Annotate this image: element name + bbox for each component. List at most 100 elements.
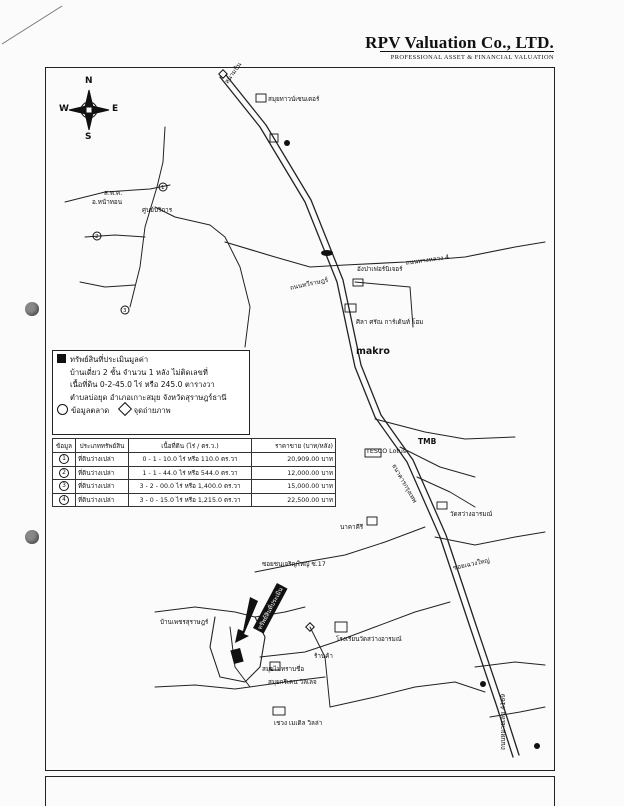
road-bottom-east <box>489 706 546 718</box>
binder-hole-top <box>25 302 39 316</box>
svg-text:1: 1 <box>161 185 165 191</box>
road-pavilion-spur <box>354 281 414 328</box>
label-makro: makro <box>356 346 390 357</box>
label-ban-phet: บ้านเพชรสุราษฎร์ <box>160 619 209 626</box>
row-number: 4 <box>59 494 69 505</box>
compass-west: W <box>59 104 69 114</box>
legend-market-label: ข้อมูลตลาด <box>71 406 110 415</box>
row-type: ที่ดินว่างเปล่า <box>75 465 129 480</box>
road-soi-12 <box>329 681 486 708</box>
road-northwest <box>129 126 166 308</box>
row-type: ที่ดินว่างเปล่า <box>75 492 129 507</box>
market-circle-icon <box>57 404 68 415</box>
building-icon <box>344 303 357 313</box>
table-header-row: ข้อมูล ประเภททรัพย์สิน เนื้อที่ดิน (ไร่ … <box>52 438 336 453</box>
table-header-price: ราคาขาย (บาท/หลัง) <box>251 438 336 453</box>
gas-station-icon <box>284 140 290 146</box>
road-west-bottom <box>79 281 136 288</box>
row-number: 1 <box>59 454 69 465</box>
landmark-icon <box>321 250 333 256</box>
road-subject-loop <box>209 616 266 683</box>
main-road-edge <box>225 74 520 756</box>
subject-arrow-icon <box>235 597 258 643</box>
table-row: 2 ที่ดินว่างเปล่า 1 - 1 - 44.0 ไร่ หรือ … <box>52 465 336 480</box>
row-type: ที่ดินว่างเปล่า <box>75 452 129 467</box>
map-frame <box>45 67 555 771</box>
label-tmb: TMB <box>418 437 437 446</box>
building-icon <box>255 93 267 103</box>
subject-property-marker <box>230 647 244 665</box>
market-data-table: ข้อมูล ประเภททรัพย์สิน เนื้อที่ดิน (ไร่ … <box>52 438 336 507</box>
label-na-khiri: นาคาคีรี <box>340 524 364 531</box>
market-points <box>92 182 168 315</box>
table-row: 1 ที่ดินว่างเปล่า 0 - 1 - 10.0 ไร่ หรือ … <box>52 452 336 467</box>
label-shop: ร้านค้า <box>314 653 333 660</box>
market-point-2 <box>92 231 102 241</box>
label-silpa: ศิลา ศรัณ การ์เด้นท์ โฮม <box>356 319 424 326</box>
label-pea: ส.พ.ค. <box>104 190 123 197</box>
label-school: โรงเรียนวัดสว่างอารมณ์ <box>336 636 402 643</box>
company-tagline: PROFESSIONAL ASSET & FINANCIAL VALUATION <box>390 54 554 61</box>
svg-text:3: 3 <box>123 308 127 314</box>
row-number: 2 <box>59 467 69 478</box>
table-header-type: ประเภททรัพย์สิน <box>75 438 129 453</box>
compass-north: N <box>85 76 93 86</box>
row-price: 12,000.00 บาท <box>251 465 336 480</box>
legend-symbols-row: ข้อมูลตลาด จุดถ่ายภาพ <box>57 401 245 418</box>
market-point-1 <box>158 182 168 192</box>
table-row: 4 ที่ดินว่างเปล่า 3 - 0 - 15.0 ไร่ หรือ … <box>52 492 336 507</box>
label-resort: สมุยไม่ทราบชื่อ <box>262 666 305 673</box>
main-road <box>219 76 514 758</box>
legend-subject-desc3: ตำบลบ่อยุด อำเภอเกาะสมุย จังหวัดสุราษฎร์… <box>70 392 227 402</box>
road-east-2 <box>399 446 476 478</box>
label-soi-17: ซอยชนเจริญใหญ่ ซ.17 <box>262 561 326 568</box>
legend-box: ทรัพย์สินที่ประเมินมูลค่า บ้านเดี่ยว 2 ช… <box>52 350 250 435</box>
road-west-branch <box>64 184 171 203</box>
scan-corner-mark <box>1 5 63 45</box>
row-area: 3 - 2 - 00.0 ไร่ หรือ 1,400.0 ตร.วา <box>128 479 252 494</box>
company-name: RPV Valuation Co., LTD. <box>365 33 554 52</box>
label-pavilion: อังปาเฟอร์นิเจอร์ <box>357 266 403 273</box>
road-lower-west <box>154 606 306 618</box>
svg-text:2: 2 <box>95 234 99 240</box>
road-lower-south <box>154 676 326 690</box>
road-west-lower <box>84 234 146 238</box>
label-nathon: อ.หน้าทอน <box>92 199 123 206</box>
row-area: 3 - 0 - 15.0 ไร่ หรือ 1,215.0 ตร.วา <box>128 492 252 507</box>
label-chaweng-villa: เชวง เมเดิล วิลล่า <box>274 720 323 727</box>
building-icon <box>269 661 281 671</box>
caption-frame <box>45 776 555 806</box>
row-price: 22,500.00 บาท <box>251 492 336 507</box>
label-thongsala: สมุยกรีเคน วิลเลจ <box>268 679 317 686</box>
legend-subject-desc1: บ้านเดี่ยว 2 ชั้น จำนวน 1 หลัง ไม่ติดเลข… <box>70 367 208 377</box>
market-point-3 <box>120 305 130 315</box>
subject-square-icon <box>57 354 66 363</box>
row-area: 1 - 1 - 44.0 ไร่ หรือ 544.0 ตร.วา <box>128 465 252 480</box>
road-subject-access <box>229 626 251 688</box>
table-header-no: ข้อมูล <box>52 438 76 453</box>
landmark-icon <box>480 681 486 687</box>
building-icon <box>269 133 279 143</box>
road-highway-east <box>344 241 546 266</box>
road-lower-spur <box>309 626 331 708</box>
building-icon <box>352 278 364 287</box>
table-header-area: เนื้อที่ดิน (ไร่ / ตร.ว.) <box>128 438 252 453</box>
road-soi-chaweng <box>434 531 546 546</box>
row-price: 15,000.00 บาท <box>251 479 336 494</box>
binder-hole-bottom <box>25 530 39 544</box>
header-rule <box>380 51 554 52</box>
building-icon <box>436 501 448 510</box>
road-map: 1 2 3 <box>64 69 546 758</box>
building-icon <box>366 516 378 526</box>
road-thawi-rat <box>224 241 346 268</box>
compass-east: E <box>112 104 119 114</box>
road-soi-17 <box>254 526 426 573</box>
label-wat-sawang: วัดสว่างอารมณ์ <box>450 511 493 518</box>
photo-diamond-icon <box>117 401 132 417</box>
road-west-loop <box>154 206 251 348</box>
row-number: 3 <box>59 481 69 492</box>
row-area: 0 - 1 - 10.0 ไร่ หรือ 110.0 ตร.วา <box>128 452 252 467</box>
label-soonbarn: ศูนย์บริการ <box>142 207 173 214</box>
road-lower-middle <box>259 601 451 658</box>
row-type: ที่ดินว่างเปล่า <box>75 479 129 494</box>
